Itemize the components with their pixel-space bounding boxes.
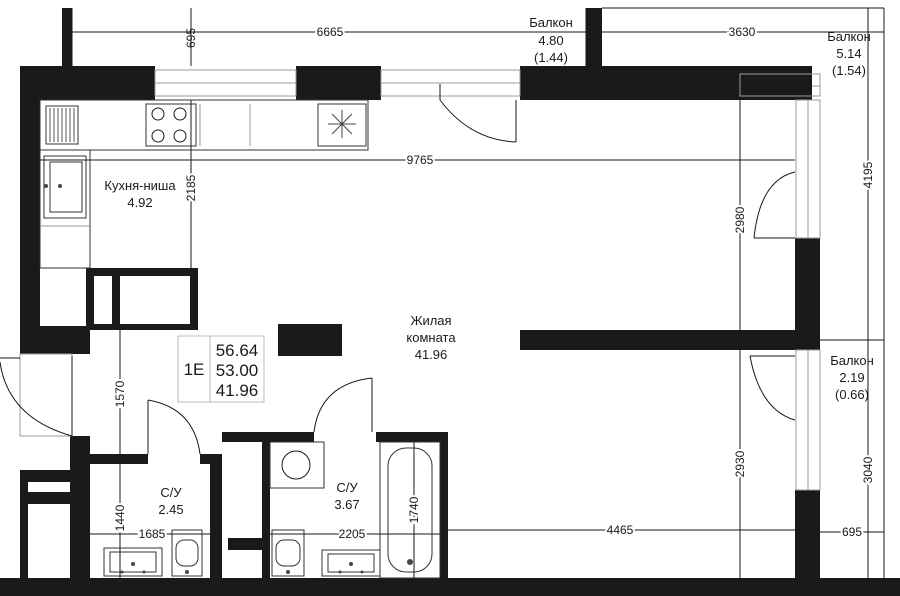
balcony-3-area: 2.19 (839, 370, 864, 385)
bathroom-1-name: С/У (160, 485, 182, 500)
stove-icon (145, 103, 197, 147)
dim-4465: 4465 (607, 523, 634, 537)
balcony-2-name: Балкон (827, 29, 871, 44)
living-total-area: 53.00 (216, 361, 259, 380)
washing-machine-icon (269, 441, 325, 489)
kitchen-fixtures (39, 99, 369, 269)
bathroom-2-name: С/У (336, 480, 358, 495)
dim-2980: 2980 (733, 206, 747, 233)
dim-2185: 2185 (184, 174, 198, 201)
balcony-1-area: 4.80 (538, 33, 563, 48)
dim-6665: 6665 (317, 25, 344, 39)
dim-1570: 1570 (113, 380, 127, 407)
dim-2930: 2930 (733, 450, 747, 477)
bathroom-2-area: 3.67 (334, 497, 359, 512)
dim-3040: 3040 (861, 456, 875, 483)
dim-2205: 2205 (339, 527, 366, 541)
bathroom-sink-icon-2 (321, 549, 381, 577)
living-room-area: 41.96 (415, 347, 448, 362)
balcony-1-name: Балкон (529, 15, 573, 30)
living-room-area-summary: 41.96 (216, 381, 259, 400)
dim-4195: 4195 (861, 161, 875, 188)
balcony-3-reduced: (0.66) (835, 387, 869, 402)
living-room-name-2: комната (406, 330, 456, 345)
toilet-icon-2 (271, 529, 305, 577)
bathroom-fixtures (103, 441, 441, 579)
kitchen-name: Кухня-ниша (104, 178, 176, 193)
dim-9765: 9765 (407, 153, 434, 167)
dim-1740: 1740 (407, 496, 421, 523)
dim-695-top: 695 (184, 28, 198, 48)
bathroom-1-area: 2.45 (158, 502, 183, 517)
bathtub-icon (379, 441, 441, 579)
living-room-name-1: Жилая (410, 313, 451, 328)
fridge-icon (317, 103, 367, 147)
dim-1440: 1440 (113, 504, 127, 531)
walls (0, 8, 900, 596)
kitchen-area: 4.92 (127, 195, 152, 210)
balcony-3-name: Балкон (830, 353, 874, 368)
dim-3630: 3630 (729, 25, 756, 39)
total-area: 56.64 (216, 341, 259, 360)
kitchen-sink-icon (43, 155, 87, 219)
balcony-1-reduced: (1.44) (534, 50, 568, 65)
toilet-icon (171, 529, 203, 577)
dimension-labels: 695 6665 3630 9765 2185 2980 4195 1570 2… (111, 23, 877, 543)
balcony-2-reduced: (1.54) (832, 63, 866, 78)
wall-cutouts (28, 276, 260, 578)
dimension-lines (40, 8, 884, 578)
kitchen-grill-icon (45, 105, 79, 145)
apartment-type: 1E (184, 360, 205, 379)
bathroom-sink-icon (103, 547, 163, 577)
room-labels: Балкон 4.80 (1.44) Балкон 5.14 (1.54) Ба… (104, 15, 873, 517)
dim-695-right: 695 (842, 525, 862, 539)
summary-table: 1E 56.64 53.00 41.96 (177, 335, 265, 403)
dim-1685: 1685 (139, 527, 166, 541)
balcony-2-area: 5.14 (836, 46, 861, 61)
doors (0, 84, 796, 455)
